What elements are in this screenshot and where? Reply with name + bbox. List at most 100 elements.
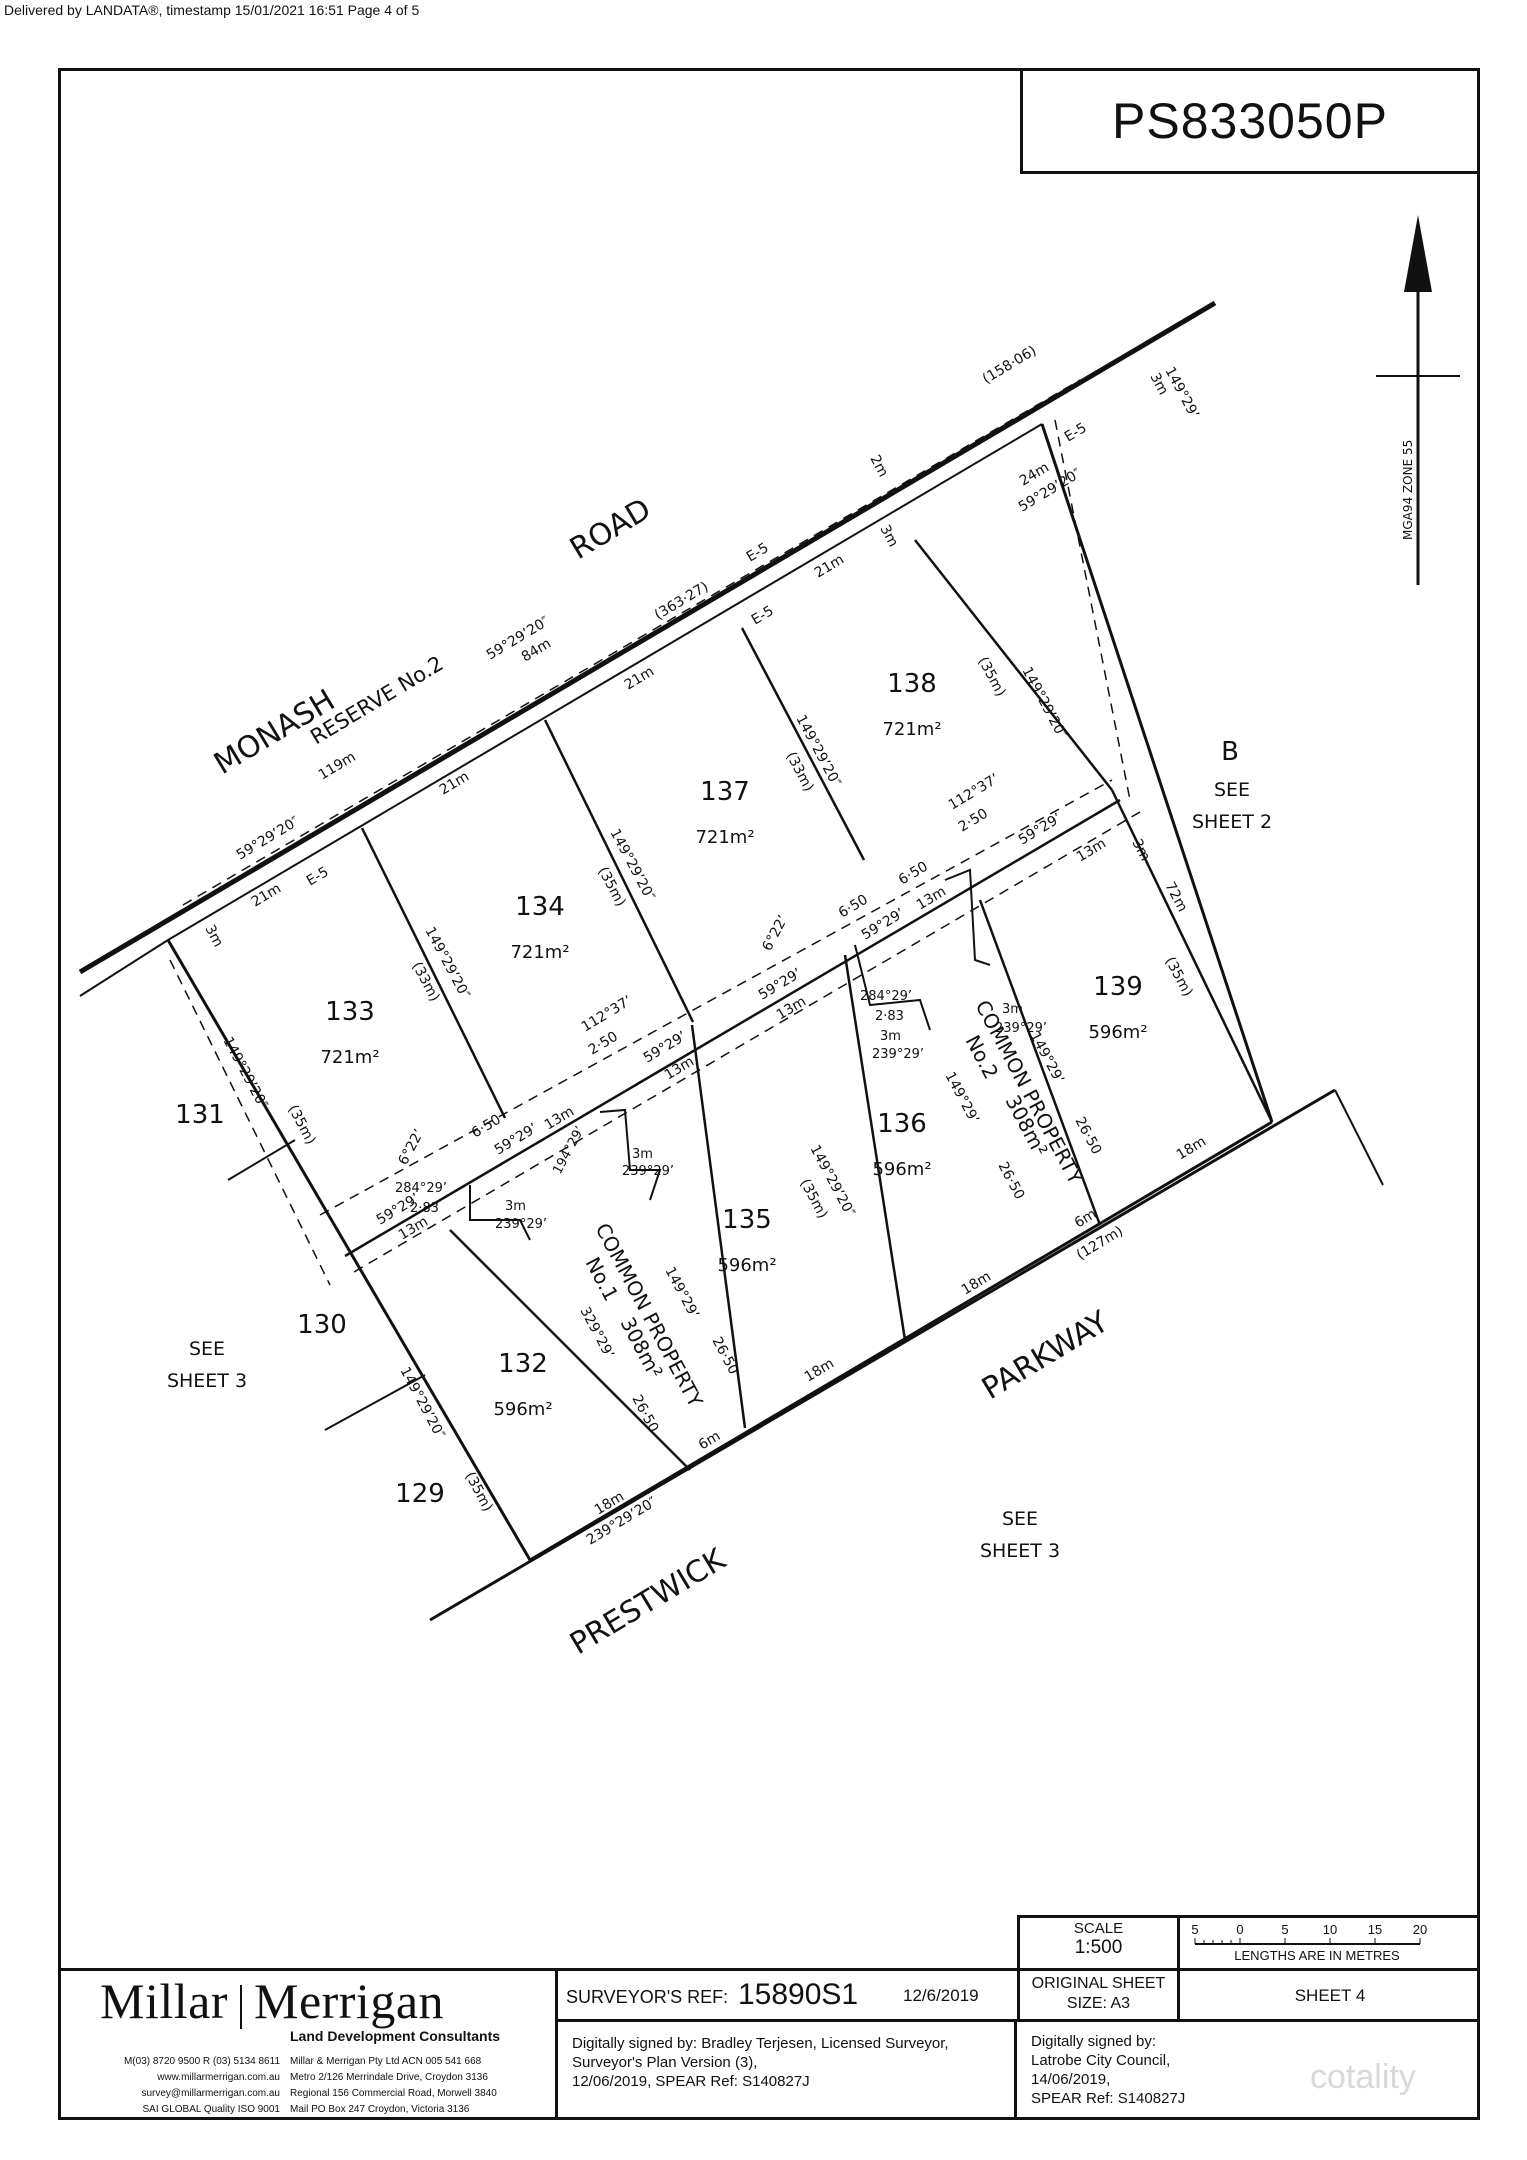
watermark: cotality — [1310, 2058, 1416, 2096]
lot-area: 721m² — [510, 942, 569, 963]
dimension-label: 2·50 — [956, 806, 991, 836]
see-sheet-label: SEE — [1214, 779, 1250, 801]
dimension-label: 3m — [876, 522, 901, 549]
scale-tick: 5 — [1191, 1922, 1198, 1937]
council-signature: Digitally signed by: Latrobe City Counci… — [1017, 2022, 1317, 2120]
contact-line: M(03) 8720 9500 R (03) 5134 8611 — [123, 2056, 280, 2067]
lot-area: 596m² — [717, 1255, 776, 1276]
bearing-label: 149°29’20″ — [1018, 664, 1069, 741]
signature-line: 14/06/2019, — [1031, 2071, 1111, 2088]
dimension-label: 21m — [249, 881, 284, 911]
firm-name-right: Merrigan — [253, 1973, 445, 2029]
lot-area: 596m² — [872, 1159, 931, 1180]
dimension-label: 2m — [866, 452, 891, 479]
see-sheet-label: SHEET 3 — [980, 1540, 1060, 1562]
zone-label: MGA94 ZONE 55 — [1401, 440, 1415, 540]
title-block-divider — [58, 1968, 1480, 1971]
lot-number: 137 — [700, 777, 750, 807]
bearing-label: 59°29’ — [859, 905, 908, 943]
see-sheet-label: SHEET 2 — [1192, 811, 1272, 833]
road-prestwick: PRESTWICK — [564, 1541, 733, 1662]
road-parkway: PARKWAY — [976, 1304, 1115, 1407]
bearing-label: 149°29’20″ — [219, 1034, 270, 1111]
bearing-label: 284°29’ — [860, 989, 912, 1004]
scale-tick: 20 — [1413, 1922, 1427, 1937]
easement-label: E-5 — [1062, 420, 1090, 445]
dimension-label: 3m — [880, 1029, 901, 1044]
surveyor-ref-label: SURVEYOR'S REF: — [566, 1987, 729, 2007]
bearing-label: 239°29’ — [495, 1217, 547, 1232]
dimension-label: 2·83 — [410, 1201, 439, 1216]
dimension-label: 3m — [632, 1147, 653, 1162]
scale-tick: 0 — [1236, 1922, 1243, 1937]
office-line: Regional 156 Commercial Road, Morwell 38… — [290, 2088, 497, 2099]
scale-bar: 5 0 5 10 15 20 LENGTHS ARE IN METRES — [1180, 1915, 1480, 1970]
easement-label: E-5 — [749, 603, 777, 628]
firm-contact: M(03) 8720 9500 R (03) 5134 8611 www.mil… — [62, 2054, 280, 2118]
see-sheet-label: SHEET 3 — [167, 1370, 247, 1392]
dimension-label: (35m) — [1161, 954, 1195, 999]
scale-tick: 5 — [1281, 1922, 1288, 1937]
bearing-label: 149°29’ — [941, 1069, 981, 1126]
firm-subtitle: Land Development Consultants — [290, 2028, 501, 2044]
dimension-label: (33m) — [782, 749, 816, 794]
lot-number: 132 — [498, 1349, 548, 1379]
office-line: Mail PO Box 247 Croydon, Victoria 3136 — [290, 2104, 470, 2115]
lot-number: 133 — [325, 997, 375, 1027]
lot-area: 721m² — [695, 827, 754, 848]
see-sheet-label: SEE — [189, 1338, 225, 1360]
reference-letter: B — [1221, 737, 1239, 767]
road-road: ROAD — [564, 492, 657, 567]
lot-number: 136 — [877, 1109, 927, 1139]
dimension-label: (35m) — [974, 654, 1008, 699]
contact-line: SAI GLOBAL Quality ISO 9001 — [142, 2104, 280, 2115]
original-sheet-box: ORIGINAL SHEET SIZE: A3 — [1017, 1970, 1180, 2022]
lot-area: 596m² — [1088, 1022, 1147, 1043]
dimension-label: 13m — [396, 1214, 431, 1244]
lot-area: 721m² — [320, 1047, 379, 1068]
firm-offices: Millar & Merrigan Pty Ltd ACN 005 541 66… — [290, 2054, 550, 2118]
dimension-label: 13m — [914, 884, 949, 914]
lot-area: 721m² — [882, 719, 941, 740]
bearing-label: 149°29’ — [661, 1264, 701, 1321]
surveyor-ref-box: SURVEYOR'S REF: 15890S1 12/6/2019 — [555, 1970, 1017, 2022]
lot-number: 138 — [887, 669, 937, 699]
surveyor-date: 12/6/2019 — [903, 1986, 979, 2005]
signature-line: Digitally signed by: — [1031, 2033, 1157, 2050]
dimension-label: (158·06) — [980, 343, 1040, 388]
north-arrow-icon: MGA94 ZONE 55 — [1376, 215, 1460, 585]
original-sheet-size: SIZE: A3 — [1066, 1995, 1131, 2012]
lot-number: 134 — [515, 892, 565, 922]
dimension-label: 13m — [662, 1054, 697, 1084]
bearing-label: 149°29’ — [1161, 364, 1201, 421]
office-line: Millar & Merrigan Pty Ltd ACN 005 541 66… — [290, 2056, 482, 2067]
bearing-label: 112°37’ — [946, 771, 1002, 814]
dimension-label: (35m) — [284, 1102, 318, 1147]
dimension-label: 72m — [1161, 879, 1190, 914]
surveyor-ref-value: 15890S1 — [738, 1978, 859, 2011]
dimension-label: (35m) — [594, 864, 628, 909]
plan-frame — [58, 68, 1480, 2120]
bearing-label: 59°29’20″ — [234, 814, 302, 864]
signature-line: Latrobe City Council, — [1031, 2052, 1171, 2069]
dimension-label: 2·83 — [875, 1009, 904, 1024]
bearing-label: 239°29’ — [995, 1021, 1047, 1036]
bearing-label: 112°37’ — [579, 993, 635, 1036]
lot-number: 131 — [175, 1100, 225, 1130]
logo-divider — [239, 1984, 242, 2029]
easement-label: E-5 — [744, 540, 772, 565]
signature-line: 12/06/2019, SPEAR Ref: S140827J — [572, 2073, 810, 2090]
plan-number: PS833050P — [1020, 71, 1477, 174]
bearing-label: 284°29’ — [395, 1181, 447, 1196]
lot-number: 130 — [297, 1310, 347, 1340]
signature-line: Surveyor's Plan Version (3), — [572, 2054, 758, 2071]
contact-line: survey@millarmerrigan.com.au — [141, 2088, 280, 2099]
scale-label: SCALE — [1073, 1920, 1124, 1937]
scale-tick: 10 — [1323, 1922, 1337, 1937]
lot-area: 596m² — [493, 1399, 552, 1420]
scale-box: SCALE 1:500 — [1017, 1915, 1180, 1970]
contact-line: www.millarmerrigan.com.au — [157, 2072, 280, 2083]
lot-number: 135 — [722, 1205, 772, 1235]
